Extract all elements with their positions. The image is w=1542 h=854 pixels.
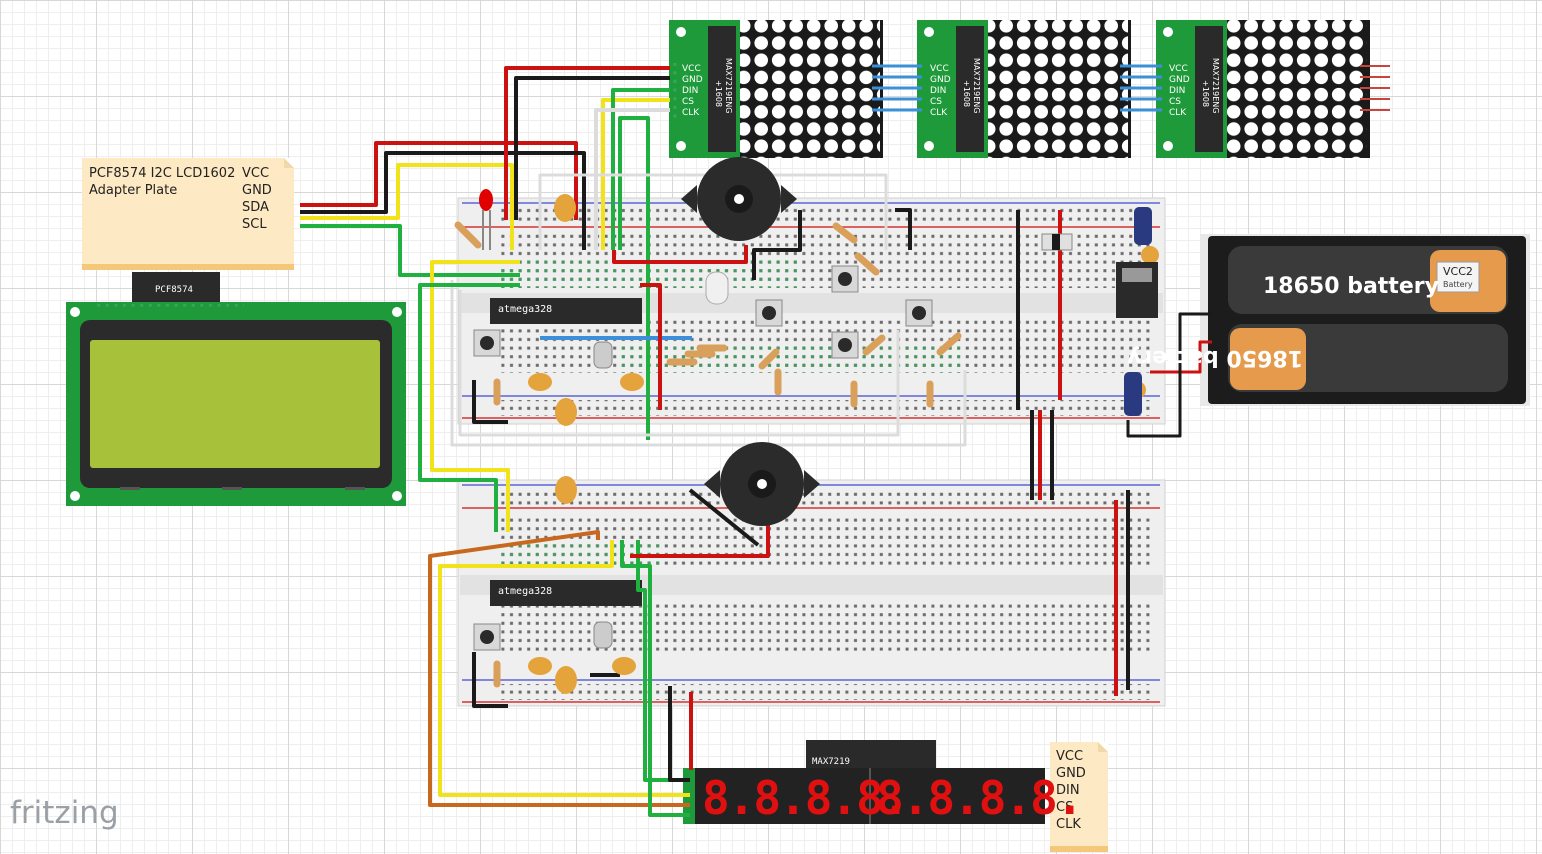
svg-text:8.8.8.8.: 8.8.8.8. <box>876 771 1082 825</box>
battery-holder <box>1200 234 1530 406</box>
m1-pin-vcc: VCC <box>682 64 701 74</box>
m2-pin-vcc: VCC <box>930 64 949 74</box>
m3-chip-label: MAX7219ENG <box>1211 58 1220 113</box>
m1-pin-gnd: GND <box>682 75 703 85</box>
m1-pin-din: DIN <box>682 86 698 96</box>
segment-note-pin-clk: CLK <box>1056 817 1081 832</box>
m2-chip-label: MAX7219ENG <box>972 58 981 113</box>
max7219-label: MAX7219 <box>812 757 850 767</box>
m1-pin-cs: CS <box>682 97 694 107</box>
matrix-module-1 <box>668 20 883 158</box>
atmega328-top-chip <box>490 298 642 324</box>
m3-pin-gnd: GND <box>1169 75 1190 85</box>
m3-pin-clk: CLK <box>1169 108 1187 118</box>
pcf8574-label: PCF8574 <box>155 285 193 295</box>
mcu-bottom-label: atmega328 <box>498 586 552 597</box>
svg-text:8.8.8.8.: 8.8.8.8. <box>702 771 908 825</box>
battery-cell-top-label: 18650 battery <box>1263 274 1439 299</box>
wires <box>300 66 1212 817</box>
battery-cell-bottom-label: 18650 battery <box>1127 345 1303 370</box>
note-fold <box>284 158 294 168</box>
red-led <box>479 189 493 211</box>
battery-tag-sub: Battery <box>1443 280 1473 289</box>
m3-chip-code: +1608 <box>1201 80 1210 107</box>
segment-note-pin-cs: CS <box>1056 800 1074 815</box>
segment-note-pin-gnd: GND <box>1056 766 1086 781</box>
m2-chip-code: +1608 <box>962 80 971 107</box>
buzzer-bottom <box>704 442 820 526</box>
m1-chip-label: MAX7219ENG <box>724 58 733 113</box>
m3-pin-vcc: VCC <box>1169 64 1188 74</box>
seven-segment-module: 8.8.8.8. 8.8.8.8. <box>683 740 1084 825</box>
lcd-adapter-note: PCF8574 I2C LCD1602 Adapter Plate VCC GN… <box>82 158 294 270</box>
lcd-module <box>66 272 406 506</box>
m1-pin-clk: CLK <box>682 108 700 118</box>
lcd-note-pin-scl: SCL <box>242 217 267 232</box>
segment-note-pin-vcc: VCC <box>1056 749 1084 764</box>
lcd-screen <box>90 340 380 468</box>
lcd-note-pin-vcc: VCC <box>242 166 270 181</box>
max7219-chip <box>806 740 936 770</box>
pcf8574-chip <box>132 272 220 302</box>
matrix-chain-wires <box>872 64 1162 112</box>
segment-note-pin-din: DIN <box>1056 783 1080 798</box>
battery-tag-title: VCC2 <box>1443 265 1473 278</box>
lcd-note-pin-sda: SDA <box>242 200 269 215</box>
m1-chip-code: +1608 <box>714 80 723 107</box>
m2-pin-din: DIN <box>930 86 946 96</box>
m3-pin-cs: CS <box>1169 97 1181 107</box>
battery-tag <box>1436 261 1480 293</box>
atmega328-bottom-chip <box>490 580 642 606</box>
fritzing-watermark: fritzing <box>10 795 119 831</box>
m2-pin-gnd: GND <box>930 75 951 85</box>
lcd-note-pin-gnd: GND <box>242 183 272 198</box>
m3-pin-din: DIN <box>1169 86 1185 96</box>
matrix-module-2 <box>917 20 1131 158</box>
segment-pin-note: VCC GND DIN CS CLK <box>1050 742 1108 852</box>
note-fold <box>1098 742 1108 752</box>
matrix-module-3 <box>1156 20 1390 158</box>
m2-pin-cs: CS <box>930 97 942 107</box>
passive-components <box>454 189 1159 694</box>
mcu-top-label: atmega328 <box>498 304 552 315</box>
buzzer-top <box>681 157 797 241</box>
lcd-note-title-1: PCF8574 I2C LCD1602 <box>89 166 236 181</box>
m2-pin-clk: CLK <box>930 108 948 118</box>
lcd-note-title-2: Adapter Plate <box>89 183 178 198</box>
